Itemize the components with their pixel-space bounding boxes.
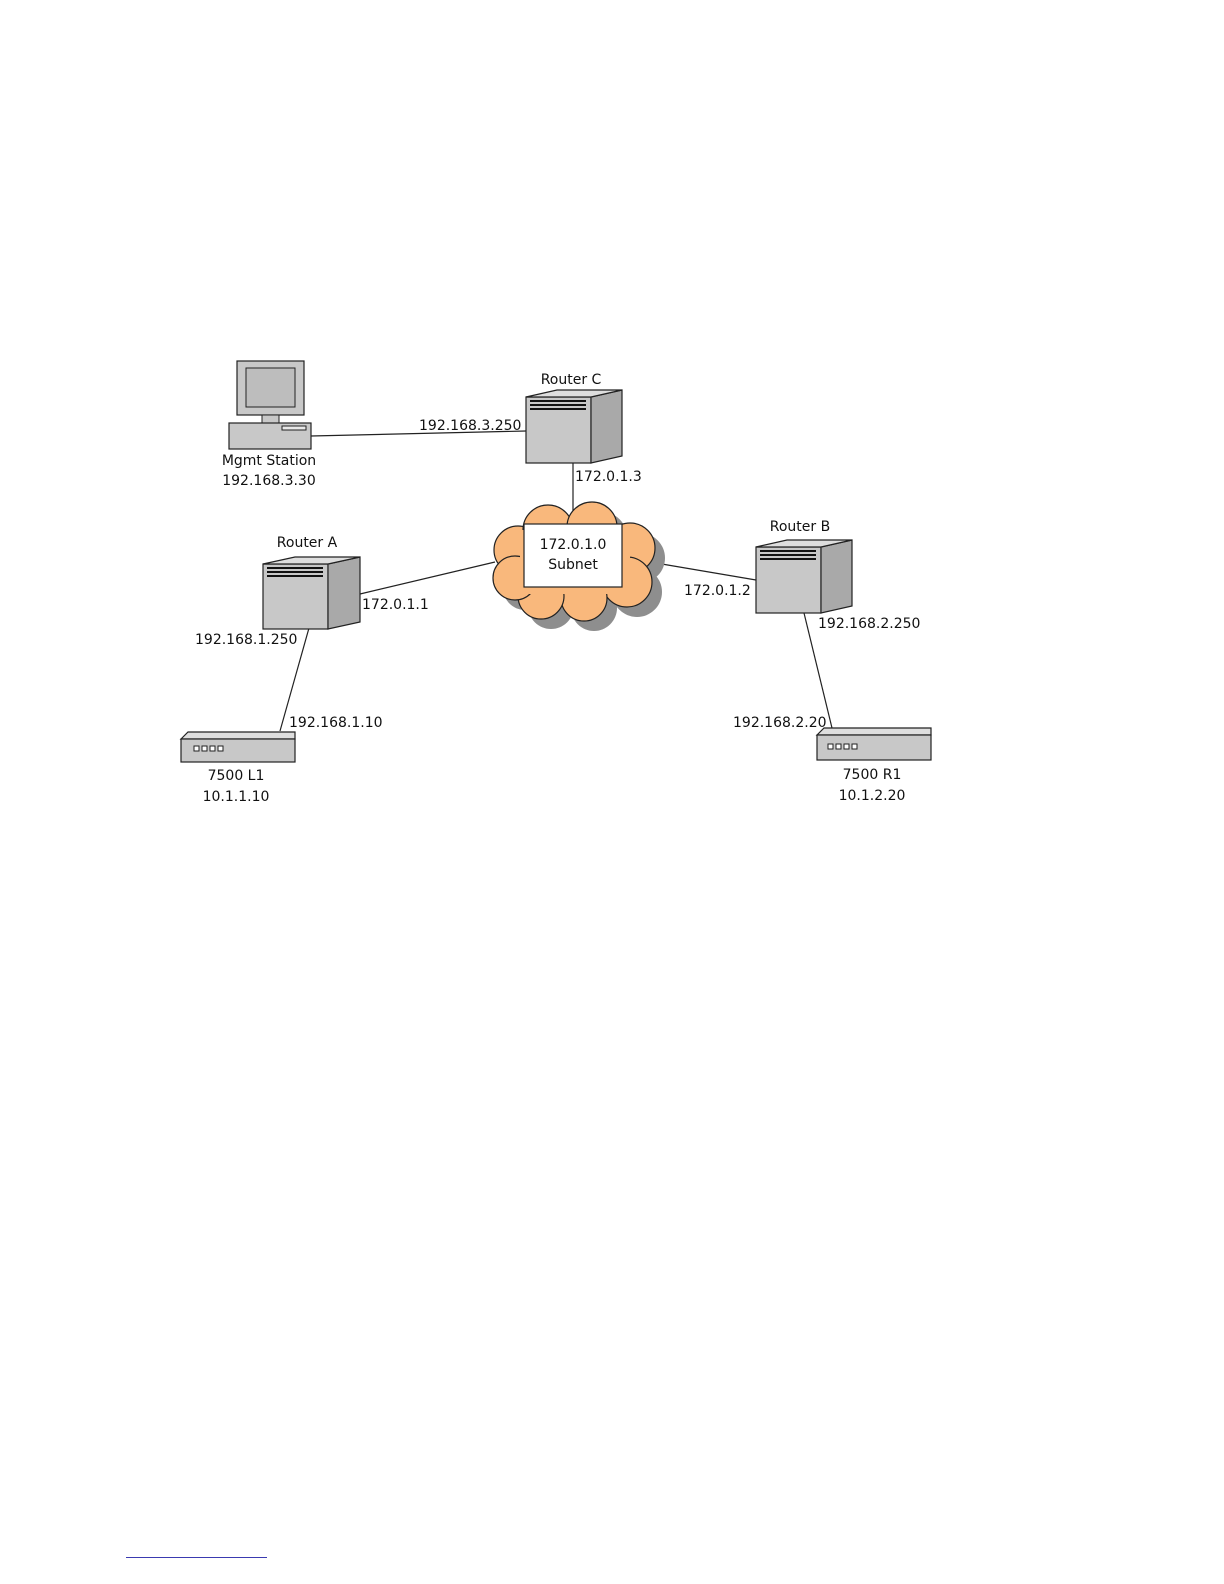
router-side (821, 540, 852, 613)
port-led (202, 746, 207, 751)
router-b-lan-ip: 192.168.2.250 (818, 616, 920, 632)
subnet-label-line1: 172.0.1.0 (540, 537, 607, 553)
switch-r1-name: 7500 R1 (843, 767, 902, 783)
router-c-icon (526, 390, 622, 463)
router-vent (760, 554, 816, 556)
router-face (526, 397, 591, 463)
router-vent (530, 404, 586, 406)
footnote-separator (126, 1557, 267, 1558)
router-face (263, 564, 328, 629)
router-side (591, 390, 622, 463)
port-led (844, 744, 849, 749)
link-subnet-routerb (650, 562, 756, 580)
switch-top (817, 728, 931, 735)
router-b-name: Router B (770, 519, 830, 535)
router-c-lan-ip: 192.168.3.250 (419, 418, 521, 434)
port-led (210, 746, 215, 751)
mgmt-station-ip: 192.168.3.30 (222, 473, 316, 489)
router-b-icon (756, 540, 852, 613)
disk-drive-slot (282, 426, 306, 430)
switch-r1-icon (817, 728, 931, 760)
link-routera-subnet (360, 562, 495, 594)
port-led (194, 746, 199, 751)
port-led (836, 744, 841, 749)
router-vent (530, 408, 586, 410)
router-a-wan-ip: 172.0.1.1 (362, 597, 429, 613)
switch-body (817, 735, 931, 760)
router-vent (267, 571, 323, 573)
monitor-screen (246, 368, 295, 407)
switch-l1-name: 7500 L1 (208, 768, 265, 784)
switch-l1-icon (181, 732, 295, 762)
router-vent (267, 567, 323, 569)
switch-top (181, 732, 295, 739)
switch-r1-uplink-ip: 192.168.2.20 (733, 715, 827, 731)
subnet-cloud: 172.0.1.0 Subnet (493, 502, 665, 631)
router-b-wan-ip: 172.0.1.2 (684, 583, 751, 599)
router-vent (760, 550, 816, 552)
port-led (852, 744, 857, 749)
router-a-lan-ip: 192.168.1.250 (195, 632, 297, 648)
router-vent (530, 400, 586, 402)
port-led (218, 746, 223, 751)
router-side (328, 557, 360, 629)
subnet-label-line2: Subnet (548, 557, 598, 573)
switch-l1-uplink-ip: 192.168.1.10 (289, 715, 383, 731)
switch-l1-ip: 10.1.1.10 (203, 789, 270, 805)
subnet-label-box (524, 524, 622, 587)
router-a-icon (263, 557, 360, 629)
router-a-name: Router A (277, 535, 338, 551)
router-vent (760, 558, 816, 560)
router-face (756, 547, 821, 613)
mgmt-station-icon (229, 361, 311, 449)
switch-r1-ip: 10.1.2.20 (839, 788, 906, 804)
monitor-neck (262, 415, 279, 423)
router-vent (267, 575, 323, 577)
router-c-name: Router C (541, 372, 602, 388)
port-led (828, 744, 833, 749)
mgmt-station-name: Mgmt Station (222, 453, 316, 469)
router-c-wan-ip: 172.0.1.3 (575, 469, 642, 485)
